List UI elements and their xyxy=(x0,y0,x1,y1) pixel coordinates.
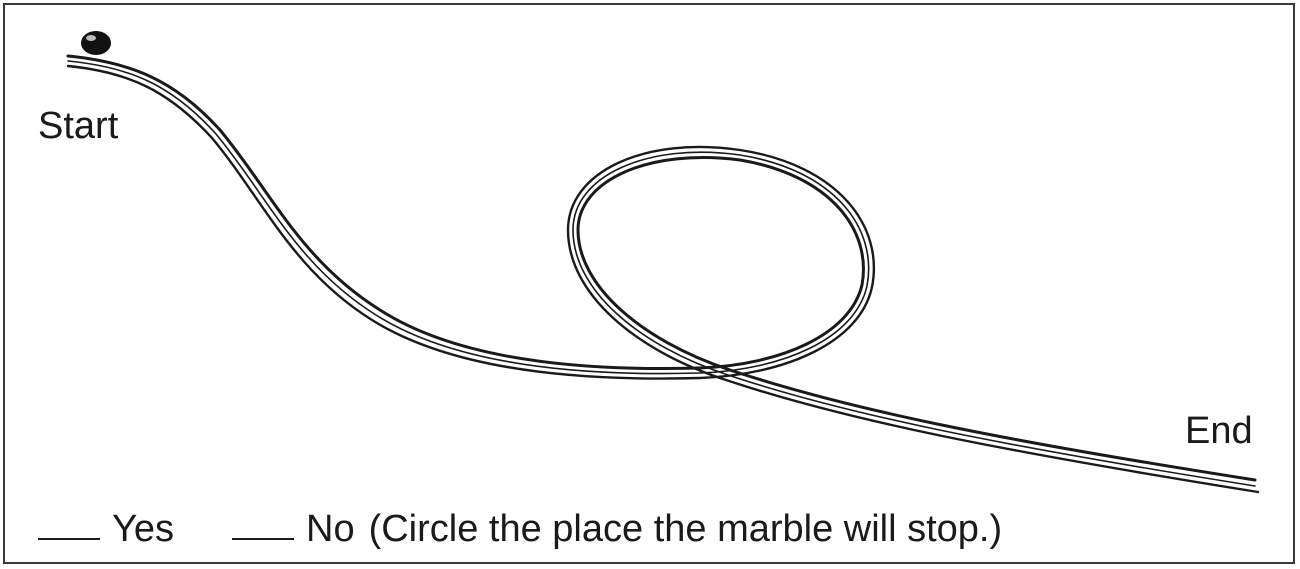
yes-label: Yes xyxy=(112,508,174,550)
track-strand-outer xyxy=(66,54,1257,482)
diagram-frame xyxy=(3,3,1295,564)
answer-row: Yes No (Circle the place the marble will… xyxy=(38,510,1002,548)
marble xyxy=(81,31,111,55)
instruction-text: (Circle the place the marble will stop.) xyxy=(368,508,1003,550)
track-strand-middle xyxy=(67,60,1256,487)
yes-blank[interactable] xyxy=(38,538,100,540)
no-blank[interactable] xyxy=(232,538,294,540)
no-label: No xyxy=(306,508,355,550)
end-label: End xyxy=(1185,410,1253,452)
start-label: Start xyxy=(38,105,119,147)
track-strand-inner xyxy=(66,64,1260,494)
